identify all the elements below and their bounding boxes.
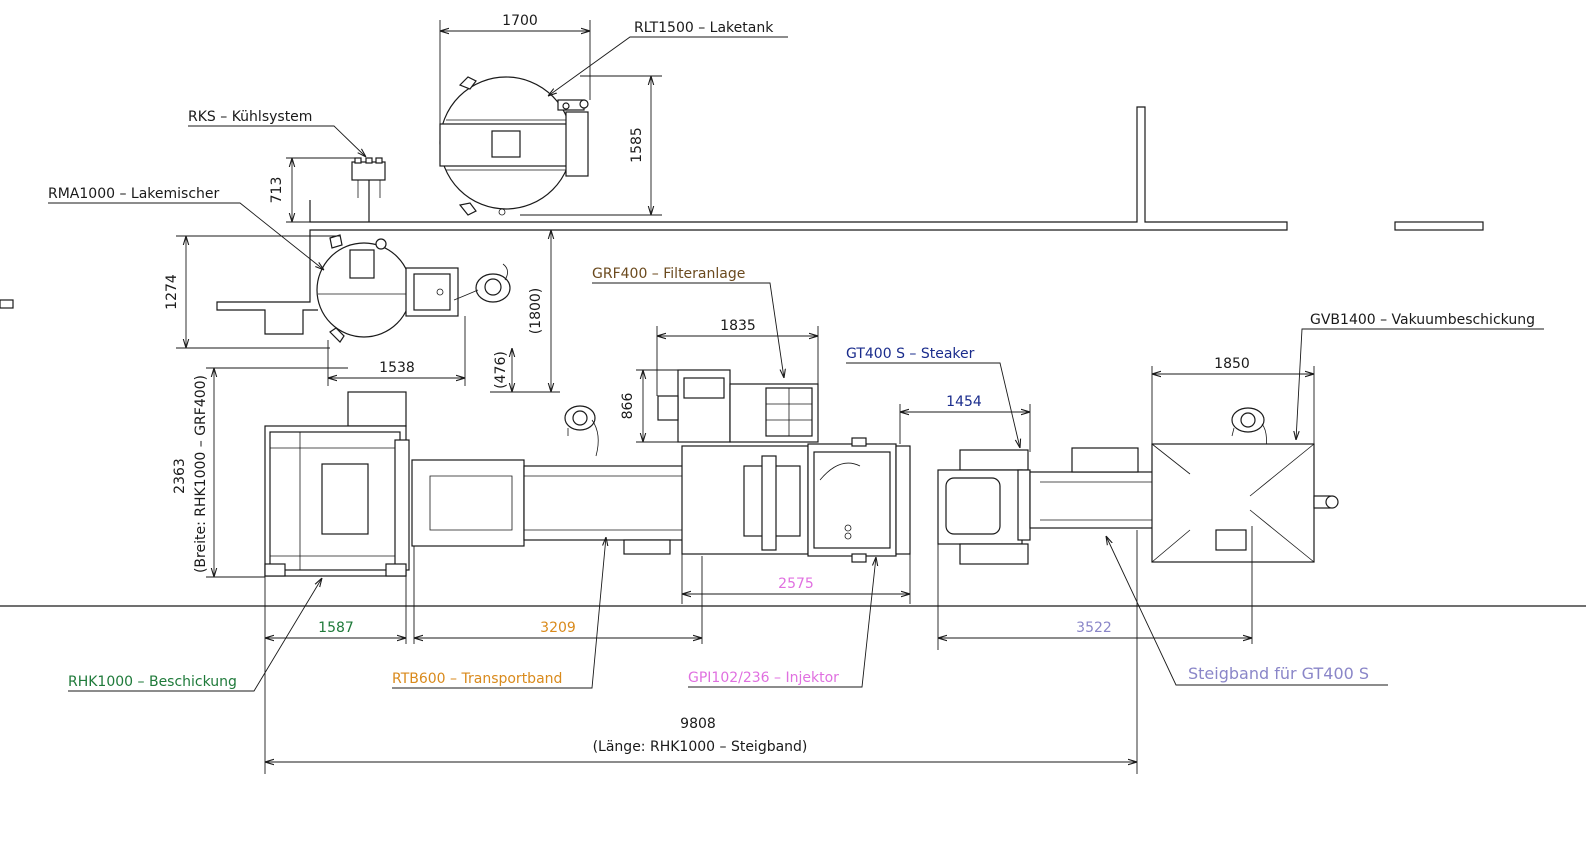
kuehlsystem-machine (351, 157, 386, 222)
dim-2363: 2363 (172, 458, 188, 494)
dim-1850: 1850 (1214, 356, 1250, 372)
dim-9808-note: (Länge: RHK1000 – Steigband) (593, 739, 808, 755)
dim-2363-note: (Breite: RHK1000 – GRF400) (193, 375, 209, 573)
dim-1454: 1454 (946, 394, 982, 410)
steaker-machine (937, 449, 1031, 565)
label-kuehlsystem: RKS – Kühlsystem (188, 109, 312, 125)
dim-1274: 1274 (164, 274, 180, 310)
label-laketank: RLT1500 – Laketank (634, 20, 774, 36)
dim-9808: 9808 (680, 716, 716, 732)
dim-866: 866 (620, 393, 636, 420)
label-steigband: Steigband für GT400 S (1188, 664, 1369, 683)
dim-1700: 1700 (502, 13, 538, 29)
laketank-machine (439, 76, 589, 216)
dim-3209: 3209 (540, 620, 576, 636)
label-beschickung: RHK1000 – Beschickung (68, 674, 237, 690)
label-vakuumbeschickung: GVB1400 – Vakuumbeschickung (1310, 312, 1535, 328)
operator-figure-2 (564, 405, 599, 457)
dim-1585: 1585 (629, 127, 645, 163)
label-injektor: GPI102/236 – Injektor (688, 670, 839, 686)
label-steaker: GT400 S – Steaker (846, 346, 975, 362)
label-lakemischer: RMA1000 – Lakemischer (48, 186, 220, 202)
transportband-machine (411, 459, 697, 555)
vakuumbeschickung-machine (1151, 443, 1339, 563)
operator-figure-1 (453, 263, 511, 303)
dim-713: 713 (269, 177, 285, 204)
dim-476: (476) (493, 351, 509, 389)
label-transportband: RTB600 – Transportband (392, 671, 562, 687)
dim-1538: 1538 (379, 360, 415, 376)
dim-1800: (1800) (528, 288, 544, 335)
room-walls (0, 106, 1586, 607)
dim-2575: 2575 (778, 576, 814, 592)
lakemischer-machine (316, 234, 459, 343)
injektor-machine (681, 437, 911, 563)
dim-3522: 3522 (1076, 620, 1112, 636)
dim-1587: 1587 (318, 620, 354, 636)
beschickung-machine (264, 391, 410, 577)
dim-1835: 1835 (720, 318, 756, 334)
filteranlage-machine (657, 369, 819, 443)
label-filteranlage: GRF400 – Filteranlage (592, 266, 745, 282)
